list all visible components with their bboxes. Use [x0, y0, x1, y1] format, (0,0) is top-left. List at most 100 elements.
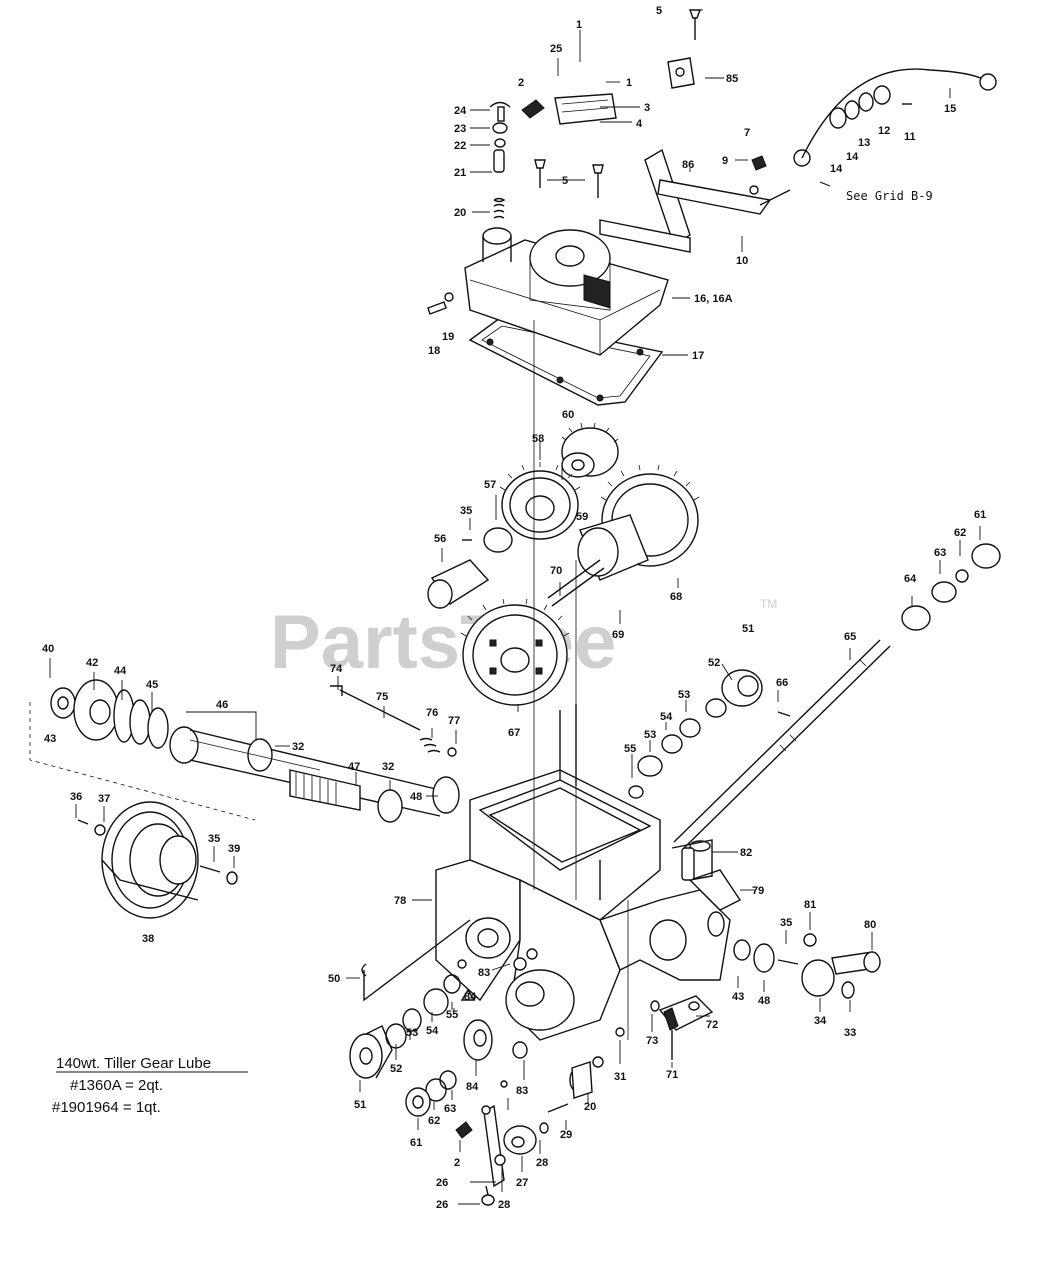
cover-plate — [464, 239, 669, 356]
callout-label: 63 — [444, 1103, 456, 1115]
callout-label: 27 — [516, 1177, 528, 1189]
callout-label: 23 — [454, 123, 466, 135]
callout-label: 35 — [460, 505, 472, 517]
callout-label: 53 — [644, 729, 656, 741]
lube-note: 140wt. Tiller Gear Lube #1360A = 2qt. #1… — [52, 1055, 248, 1116]
callout-label: 24 — [454, 105, 467, 117]
callout-label: 15 — [944, 103, 956, 115]
callout-label: 18 — [428, 345, 440, 357]
cover-assembly — [464, 227, 669, 406]
callout-label: 67 — [508, 727, 520, 739]
callout-label: 58 — [532, 433, 544, 445]
callout-label: 74 — [330, 663, 343, 675]
callout-label: 55 — [446, 1009, 458, 1021]
callout-label: 48 — [410, 791, 422, 803]
callout-label: 11 — [904, 131, 916, 143]
callout-label: 36 — [70, 791, 82, 803]
callout-label: 59 — [576, 511, 588, 523]
callout-label: 21 — [454, 167, 466, 179]
callout-label: 60 — [562, 409, 574, 421]
callout-label: 51 — [742, 623, 754, 635]
callout-label: 13 — [858, 137, 870, 149]
watermark-trademark: TM — [760, 597, 777, 611]
callout-label: 3 — [644, 102, 650, 114]
callout-numbers: 1 25 2 1 3 4 24 23 22 21 5 20 16, 16A 19… — [42, 5, 986, 1211]
callout-label: 53 — [406, 1027, 418, 1039]
callout-label: 70 — [550, 565, 562, 577]
callout-label: 14 — [830, 163, 843, 175]
callout-label: 61 — [410, 1137, 422, 1149]
callout-label: 12 — [878, 125, 890, 137]
axle-assembly — [29, 679, 460, 823]
callout-label: 20 — [454, 207, 466, 219]
callout-label: 20 — [584, 1101, 596, 1113]
callout-label: 28 — [536, 1157, 548, 1169]
gasket — [468, 317, 664, 406]
callout-label: 69 — [612, 629, 624, 641]
callout-label: 79 — [752, 885, 764, 897]
callout-label: 2 — [454, 1157, 460, 1169]
callout-label: 44 — [114, 665, 127, 677]
callout-label: 5 — [656, 5, 662, 17]
callout-label: 43 — [732, 991, 744, 1003]
callout-label: 80 — [864, 919, 876, 931]
callout-label: 77 — [448, 715, 460, 727]
callout-label: 65 — [844, 631, 856, 643]
callout-label: 73 — [646, 1035, 658, 1047]
shift-shaft — [628, 543, 1001, 849]
callout-label: 52 — [390, 1063, 402, 1075]
callout-label: 2 — [518, 77, 524, 89]
callout-label: 54 — [426, 1025, 439, 1037]
callout-label: 1 — [626, 77, 632, 89]
callout-label: 62 — [954, 527, 966, 539]
callout-label: 75 — [376, 691, 388, 703]
callout-label: 57 — [484, 479, 496, 491]
callout-label: 33 — [844, 1027, 856, 1039]
callout-label: 64 — [904, 573, 917, 585]
callout-label: 1 — [576, 19, 582, 31]
gear-67 — [462, 604, 568, 706]
callout-label: 5 — [562, 175, 568, 187]
leader-lines — [49, 9, 981, 1205]
callout-label: 84 — [466, 1081, 479, 1093]
callout-label: 25 — [550, 43, 562, 55]
callout-label: 83 — [516, 1085, 528, 1097]
gear-train — [427, 422, 700, 706]
callout-label: 53 — [678, 689, 690, 701]
callout-label: 82 — [740, 847, 752, 859]
callout-label: 19 — [442, 331, 454, 343]
callout-label: 52 — [708, 657, 720, 669]
pulley — [77, 801, 238, 919]
callout-label: 61 — [974, 509, 986, 521]
callout-label: 76 — [426, 707, 438, 719]
right-hub-parts — [650, 847, 881, 1060]
callout-label: 14 — [846, 151, 859, 163]
callout-label: 37 — [98, 793, 110, 805]
shift-lever-assembly — [599, 9, 997, 253]
callout-label: 26 — [436, 1199, 448, 1211]
callout-label: 32 — [292, 741, 304, 753]
callout-label: 78 — [394, 895, 406, 907]
callout-label: 38 — [142, 933, 154, 945]
callout-label: 86 — [682, 159, 694, 171]
callout-label: 72 — [706, 1019, 718, 1031]
callout-label: 22 — [454, 140, 466, 152]
callout-label: 34 — [814, 1015, 827, 1027]
callout-label: 43 — [44, 733, 56, 745]
callout-label: 4 — [636, 118, 643, 130]
callout-label: 10 — [736, 255, 748, 267]
callout-label: 48 — [758, 995, 770, 1007]
callout-label: 45 — [146, 679, 158, 691]
callout-label: 16, 16A — [694, 293, 733, 305]
callout-label: 46 — [216, 699, 228, 711]
callout-label: 51 — [354, 1099, 366, 1111]
callout-label: 32 — [382, 761, 394, 773]
callout-label: 9 — [722, 155, 728, 167]
callout-label: 56 — [434, 533, 446, 545]
callout-label: 31 — [614, 1071, 626, 1083]
detent-parts — [427, 93, 617, 315]
callout-label: 54 — [660, 711, 673, 723]
lube-line-1: #1360A = 2qt. — [70, 1077, 163, 1094]
lower-bearing-parts — [349, 919, 538, 1117]
